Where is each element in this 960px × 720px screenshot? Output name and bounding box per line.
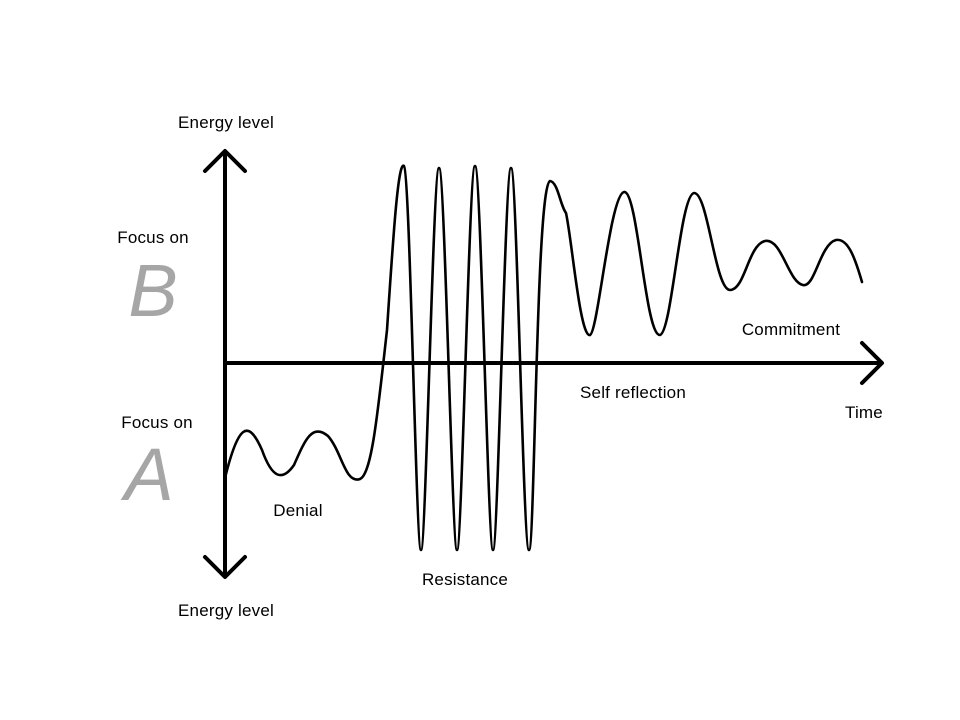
y-axis-bottom-arrowhead [203,555,247,579]
focus-b-label: Focus on [117,228,189,247]
focus-b-letter: B [128,249,178,332]
energy-curve [223,164,864,552]
focus-a-letter: A [124,433,174,516]
x-axis-label: Time [845,403,883,422]
focus-a-label: Focus on [121,413,193,432]
y-axis-top-arrowhead [203,149,247,173]
y-axis-bottom-label: Energy level [178,601,274,620]
phase-commitment-label: Commitment [741,320,841,339]
phase-denial-label: Denial [273,501,323,520]
y-axis-top-label: Energy level [178,113,274,132]
phase-resistance-label: Resistance [421,570,509,589]
phase-self-reflection-label: Self reflection [580,383,686,402]
x-axis-arrowhead [860,341,884,385]
